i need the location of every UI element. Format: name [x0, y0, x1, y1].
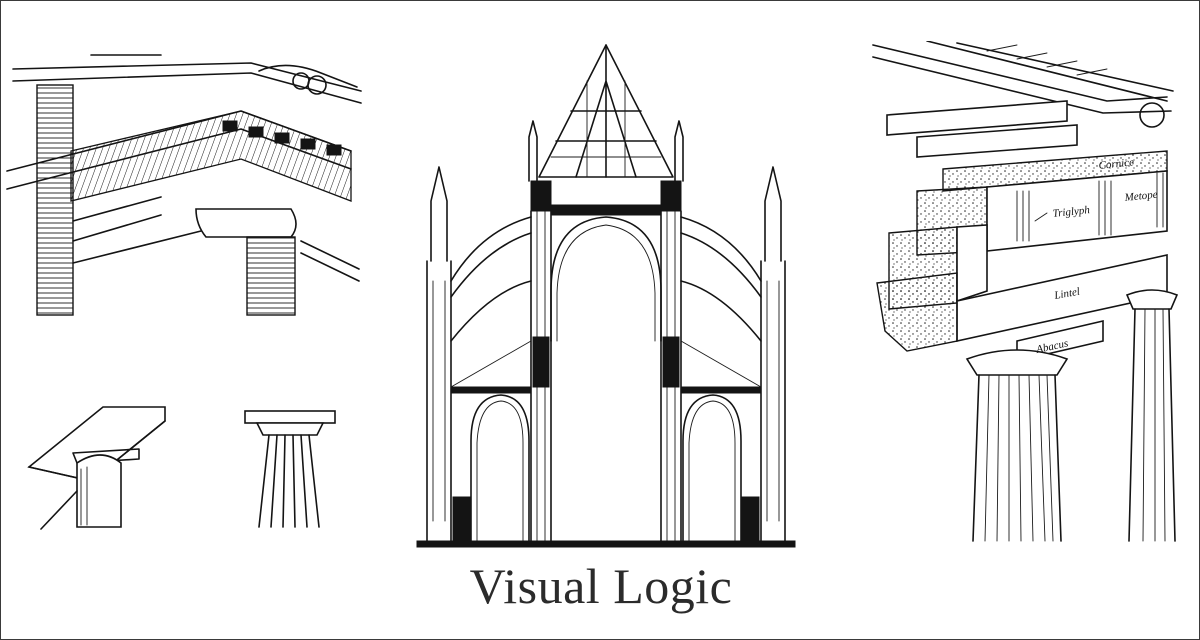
gothic-cathedral-section [416, 44, 796, 548]
cornice-label: Cornice [1098, 156, 1135, 172]
metope-label: Metope [1123, 189, 1158, 204]
doric-entablature-drawing: Cornice Triglyph Metope Lintel Abacus [872, 41, 1179, 542]
lintel-label: Lintel [1052, 286, 1080, 302]
doric-capital-drawing [27, 406, 166, 530]
timber-roof-drawing [6, 54, 362, 316]
triglyph-label: Triglyph [1052, 204, 1091, 220]
fluted-column-drawing [244, 410, 336, 528]
page-title: Visual Logic [469, 558, 733, 614]
